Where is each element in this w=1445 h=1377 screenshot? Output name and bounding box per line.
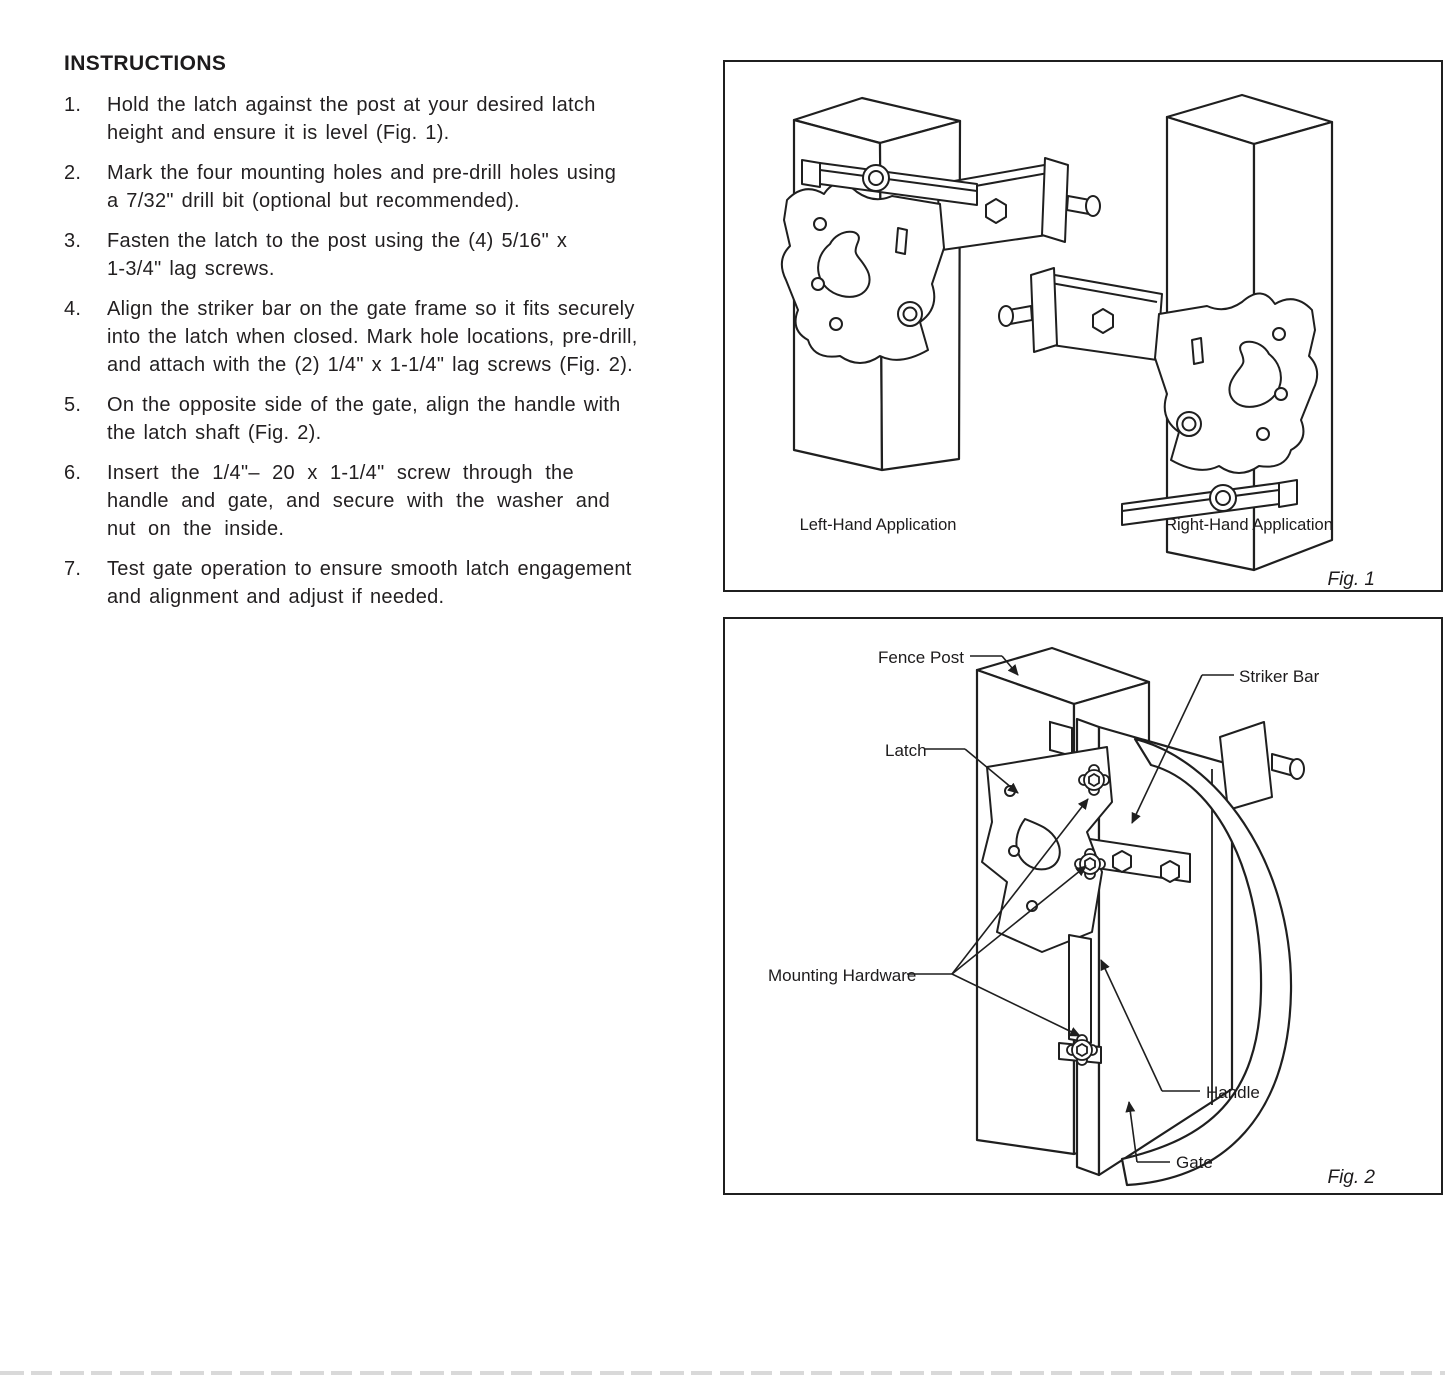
fig1-right-latch	[998, 267, 1319, 526]
fig1-diagram: Left-Hand Application Right-Hand Applica…	[780, 93, 1375, 590]
step-number: 6.	[64, 462, 82, 484]
instruction-step-1: 1. Hold the latch against the post at yo…	[64, 91, 704, 147]
fig2-label-latch: Latch	[885, 741, 927, 760]
instruction-step-4: 4. Align the striker bar on the gate fra…	[64, 295, 704, 379]
fig2-top-bracket	[1219, 721, 1305, 811]
step-number: 1.	[64, 94, 82, 116]
fig2-label: Fig. 2	[1327, 1167, 1375, 1188]
fig1-caption-left: Left-Hand Application	[800, 516, 957, 534]
fig1-label: Fig. 1	[1327, 569, 1375, 590]
step-text: Mark the four mounting holes and pre-dri…	[107, 162, 617, 212]
instruction-step-5: 5. On the opposite side of the gate, ali…	[64, 391, 704, 447]
instruction-step-6: 6. Insert the 1/4"– 20 x 1-1/4" screw th…	[64, 459, 704, 543]
instructions-section: INSTRUCTIONS 1. Hold the latch against t…	[64, 52, 704, 623]
fig2-label-striker-bar: Striker Bar	[1239, 667, 1320, 686]
fig2-label-handle: Handle	[1206, 1083, 1260, 1102]
fig2-label-fence-post: Fence Post	[878, 648, 964, 667]
figure-2-panel: Fence Post Striker Bar Latch Mounting Ha…	[723, 617, 1443, 1195]
instruction-step-2: 2. Mark the four mounting holes and pre-…	[64, 159, 704, 215]
fig2-label-mounting-hardware: Mounting Hardware	[768, 966, 916, 985]
page-title: INSTRUCTIONS	[64, 52, 227, 75]
instruction-step-3: 3. Fasten the latch to the post using th…	[64, 227, 704, 283]
page-bottom-crop-marks	[0, 1371, 1445, 1375]
step-number: 3.	[64, 230, 82, 252]
fig2-diagram: Fence Post Striker Bar Latch Mounting Ha…	[768, 646, 1375, 1188]
step-text: Align the striker bar on the gate frame …	[107, 298, 638, 376]
step-number: 5.	[64, 394, 82, 416]
step-number: 7.	[64, 558, 82, 580]
step-number: 4.	[64, 298, 82, 320]
step-text: Hold the latch against the post at your …	[107, 94, 596, 144]
step-text: Fasten the latch to the post using the (…	[107, 230, 568, 280]
step-text: Insert the 1/4"– 20 x 1-1/4" screw throu…	[107, 462, 611, 540]
fig2-leader-lines	[907, 655, 1234, 1163]
step-number: 2.	[64, 162, 82, 184]
step-text: On the opposite side of the gate, align …	[107, 394, 621, 444]
instruction-step-7: 7. Test gate operation to ensure smooth …	[64, 555, 704, 611]
step-text: Test gate operation to ensure smooth lat…	[107, 558, 632, 608]
fig2-label-gate: Gate	[1176, 1153, 1213, 1172]
figure-1-panel: Left-Hand Application Right-Hand Applica…	[723, 60, 1443, 592]
fig2-shim-tab	[1049, 720, 1073, 758]
fig1-caption-right: Right-Hand Application	[1165, 516, 1333, 534]
fig2-handle	[1120, 737, 1293, 1187]
